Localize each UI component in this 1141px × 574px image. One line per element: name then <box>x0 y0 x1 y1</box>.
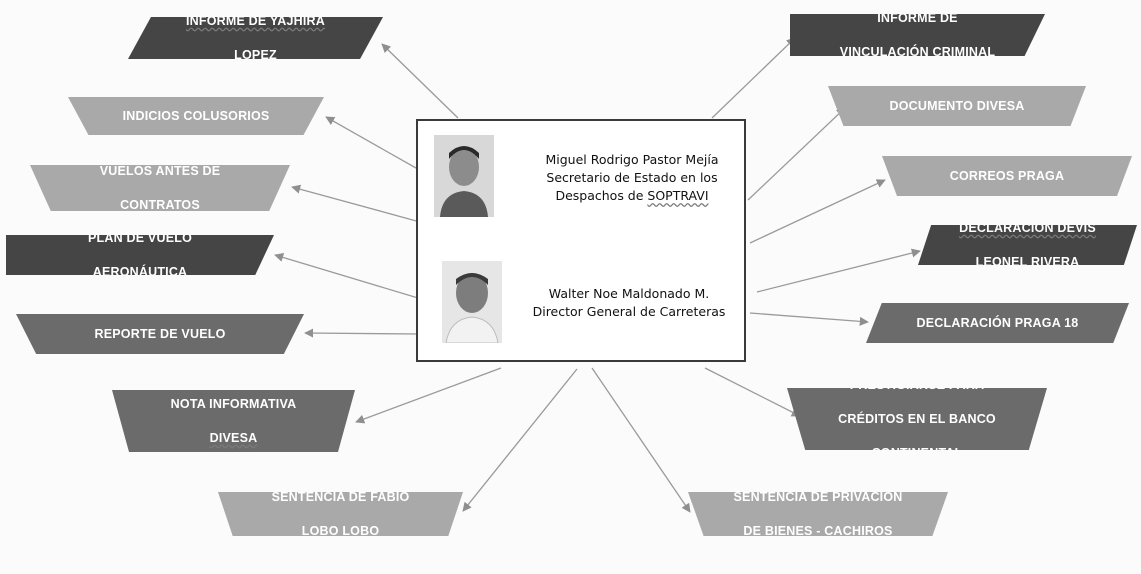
person2-photo <box>442 261 502 343</box>
connector-nota <box>355 367 502 424</box>
connector-informe-vinculacion <box>711 37 796 119</box>
connector-declaracion-devis <box>756 248 921 293</box>
person1-role-line1: Secretario de Estado en los <box>546 170 718 185</box>
node-indicios-colusorios: INDICIOS COLUSORIOS <box>68 97 324 135</box>
person1-name: Miguel Rodrigo Pastor Mejía <box>545 152 719 167</box>
connector-correos <box>749 179 886 244</box>
person2-name: Walter Noe Maldonado M. <box>548 286 710 301</box>
connector-informe-yajhira <box>381 43 459 119</box>
connector-reporte <box>304 328 420 338</box>
node-correos-praga: CORREOS PRAGA <box>882 156 1132 196</box>
person2-text: Walter Noe Maldonado M. Director General… <box>514 285 744 321</box>
connector-prestigiarse <box>704 367 801 417</box>
person2-role: Director General de Carreteras <box>532 304 726 319</box>
central-persons-box: Miguel Rodrigo Pastor Mejía Secretario d… <box>416 119 746 362</box>
connector-indicios <box>325 116 424 173</box>
node-declaracion-praga: DECLARACIÓN PRAGA 18 <box>866 303 1129 343</box>
person1-photo <box>434 135 494 217</box>
connector-vuelos <box>291 184 421 223</box>
node-documento-divesa: DOCUMENTO DIVESA <box>828 86 1086 126</box>
connector-declaracion-praga <box>749 312 869 326</box>
connector-documento-divesa <box>747 107 846 201</box>
connector-plan-vuelo <box>274 253 419 299</box>
connector-sentencia-privacion <box>591 367 691 513</box>
connector-sentencia-fabio <box>462 368 578 512</box>
person1-role-line2: Despachos de SOPTRAVI <box>555 188 709 203</box>
node-reporte-vuelo: REPORTE DE VUELO <box>16 314 304 354</box>
person1-text: Miguel Rodrigo Pastor Mejía Secretario d… <box>518 151 746 205</box>
